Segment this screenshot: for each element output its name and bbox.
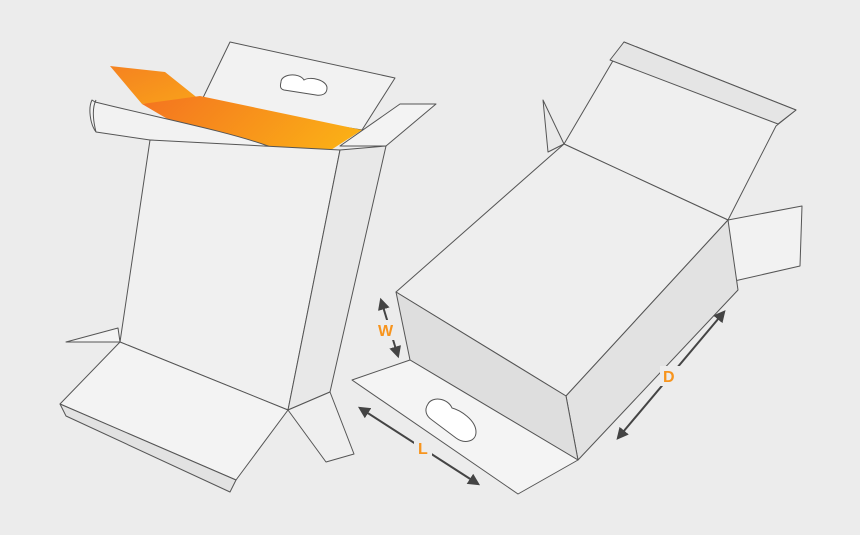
length-label: L: [418, 441, 428, 458]
top-flap-edge: [609, 41, 797, 125]
open-box: [59, 41, 437, 493]
side-tab-right: [727, 205, 803, 283]
dust-flap-right: [339, 103, 437, 147]
label-bg-d: [660, 366, 680, 386]
tuck-flap-orange: [110, 66, 200, 104]
label-bg-w: [376, 320, 400, 340]
bottom-flap-edge: [59, 403, 237, 493]
bottom-tuck-right: [287, 391, 355, 463]
depth-label: D: [663, 369, 675, 386]
dust-flap-left-fold: [92, 99, 97, 133]
small-tab-top: [542, 99, 565, 153]
hang-hole-icon: [279, 74, 328, 96]
width-label: W: [378, 323, 394, 340]
bottom-tab-small: [65, 327, 121, 343]
label-bg-l: [414, 438, 432, 458]
